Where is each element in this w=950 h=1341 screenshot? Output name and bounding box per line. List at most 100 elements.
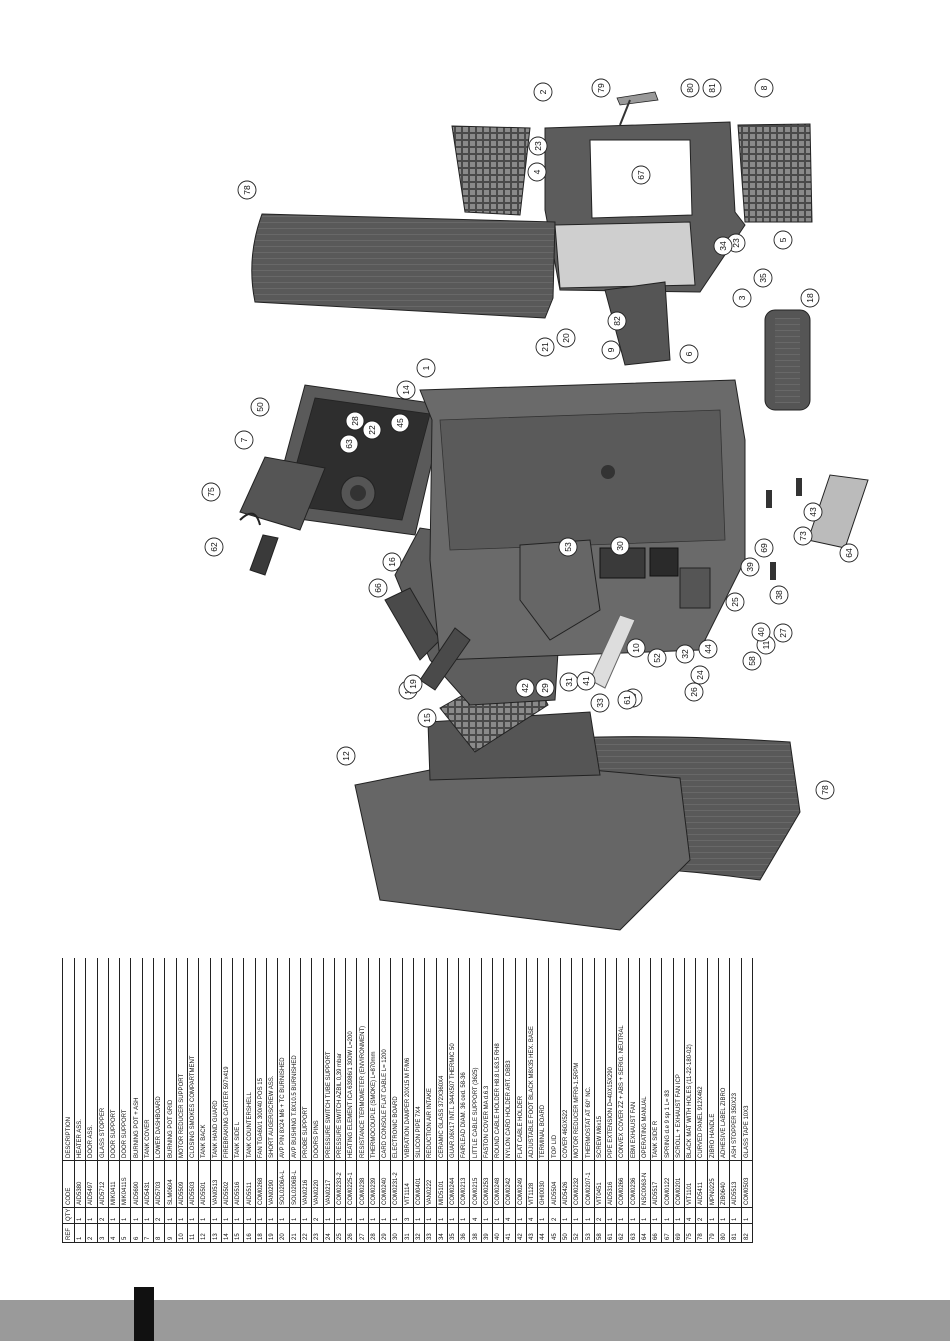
callout-5: 5: [773, 230, 793, 250]
cell-qty: 1: [661, 1207, 674, 1224]
callout-10: 10: [626, 638, 646, 658]
callout-label: 23: [731, 238, 741, 248]
cell-qty: 1: [368, 1207, 380, 1224]
cell-qty: 1: [424, 1207, 436, 1224]
callout-53: 53: [558, 537, 578, 557]
callout-label: 11: [761, 640, 771, 649]
callout-label: 12: [341, 751, 351, 761]
cell-code: MIK0411: [108, 1160, 120, 1208]
callout-14: 14: [396, 380, 416, 400]
cell-ref: 40: [492, 1223, 504, 1243]
cell-description: AVP BUSHING T.8X10.5 BURNISHED: [289, 958, 301, 1161]
cell-code: VIT1128: [526, 1160, 538, 1208]
cell-ref: 66: [650, 1223, 662, 1243]
cell-ref: 24: [323, 1223, 335, 1243]
cell-ref: 31: [402, 1223, 414, 1243]
cell-code: VAN0222: [424, 1160, 436, 1208]
callout-label: 78: [242, 185, 252, 195]
cell-qty: 1: [707, 1207, 719, 1224]
cell-code: VAN0217: [323, 1160, 335, 1208]
cell-ref: 33: [424, 1223, 436, 1243]
cell-qty: 1: [334, 1207, 346, 1224]
cell-code: AID5497: [85, 1160, 98, 1208]
cell-description: TANK SIDE L: [232, 958, 244, 1161]
cell-description: ELECTRONIC BOARD: [390, 958, 403, 1161]
callout-label: 19: [408, 679, 418, 689]
callout-38: 38: [769, 585, 789, 605]
cell-ref: 8: [153, 1223, 165, 1243]
cell-code: AID5380: [74, 1160, 86, 1208]
cell-description: THERMOSTAT AT 60° NC.: [582, 958, 595, 1161]
cell-ref: 26: [345, 1223, 357, 1243]
callout-30: 30: [610, 536, 630, 556]
cell-qty: 1: [85, 1207, 98, 1224]
cell-ref: 5: [119, 1223, 131, 1243]
cell-qty: 3: [402, 1207, 414, 1224]
cell-description: PROBE SUPPORT: [300, 958, 312, 1161]
callout-39: 39: [740, 557, 760, 577]
header-qty: QTY: [62, 1207, 75, 1224]
callout-26: 26: [684, 682, 704, 702]
cell-code: COM0242: [503, 1160, 516, 1208]
callout-4: 4: [527, 162, 547, 182]
cell-qty: 1: [673, 1207, 685, 1224]
cell-ref: 50: [560, 1223, 572, 1243]
cell-ref: 39: [481, 1223, 493, 1243]
cell-ref: 1: [74, 1223, 86, 1243]
cell-ref: 62: [616, 1223, 629, 1243]
callout-label: 81: [707, 83, 717, 93]
callout-28: 28: [345, 411, 365, 431]
cell-qty: 2: [695, 1207, 708, 1224]
cell-ref: 30: [390, 1223, 403, 1243]
cell-code: AID5501: [198, 1160, 211, 1208]
cell-ref: 80: [718, 1223, 730, 1243]
cell-code: AID5517: [650, 1160, 662, 1208]
cell-ref: 3: [97, 1223, 109, 1243]
cell-code: AID5503: [187, 1160, 199, 1208]
callout-61: 61: [617, 690, 637, 710]
cell-qty: 1: [74, 1207, 86, 1224]
cell-qty: 1: [515, 1207, 527, 1224]
callout-label: 20: [561, 333, 571, 343]
cell-qty: 4: [684, 1207, 696, 1224]
callout-label: 9: [606, 347, 616, 352]
cell-code: COM0503: [741, 1160, 753, 1208]
cell-qty: 1: [390, 1207, 403, 1224]
cell-code: SLM0604: [164, 1160, 177, 1208]
cell-ref: 7: [142, 1223, 154, 1243]
callout-label: 16: [387, 557, 397, 567]
cell-code: COM0253: [481, 1160, 493, 1208]
callout-44: 44: [698, 639, 718, 659]
cell-ref: 20: [277, 1223, 290, 1243]
cell-code: AID5509: [176, 1160, 188, 1208]
callout-label: 3: [737, 295, 747, 300]
cell-code: COM0122: [661, 1160, 674, 1208]
callout-66: 66: [368, 578, 388, 598]
cell-qty: 1: [356, 1207, 369, 1224]
cell-description: ADHESIVE LABEL ZIBRO: [718, 958, 730, 1161]
cell-description: PRESSURE SWITCH AZBIL 0,39 mbar: [334, 958, 346, 1161]
callout-19: 19: [403, 674, 423, 694]
callout-34: 34: [713, 236, 733, 256]
cell-description: EBM EXHAUST FAN: [628, 958, 640, 1161]
cell-code: COM0248: [492, 1160, 504, 1208]
cell-code: VIT1114: [402, 1160, 414, 1208]
cell-description: OPERATING MANUAL: [639, 958, 651, 1161]
callout-label: 52: [652, 653, 662, 663]
cell-ref: 9: [164, 1223, 177, 1243]
cell-qty: 1: [729, 1207, 742, 1224]
cell-code: VAN0220: [311, 1160, 324, 1208]
